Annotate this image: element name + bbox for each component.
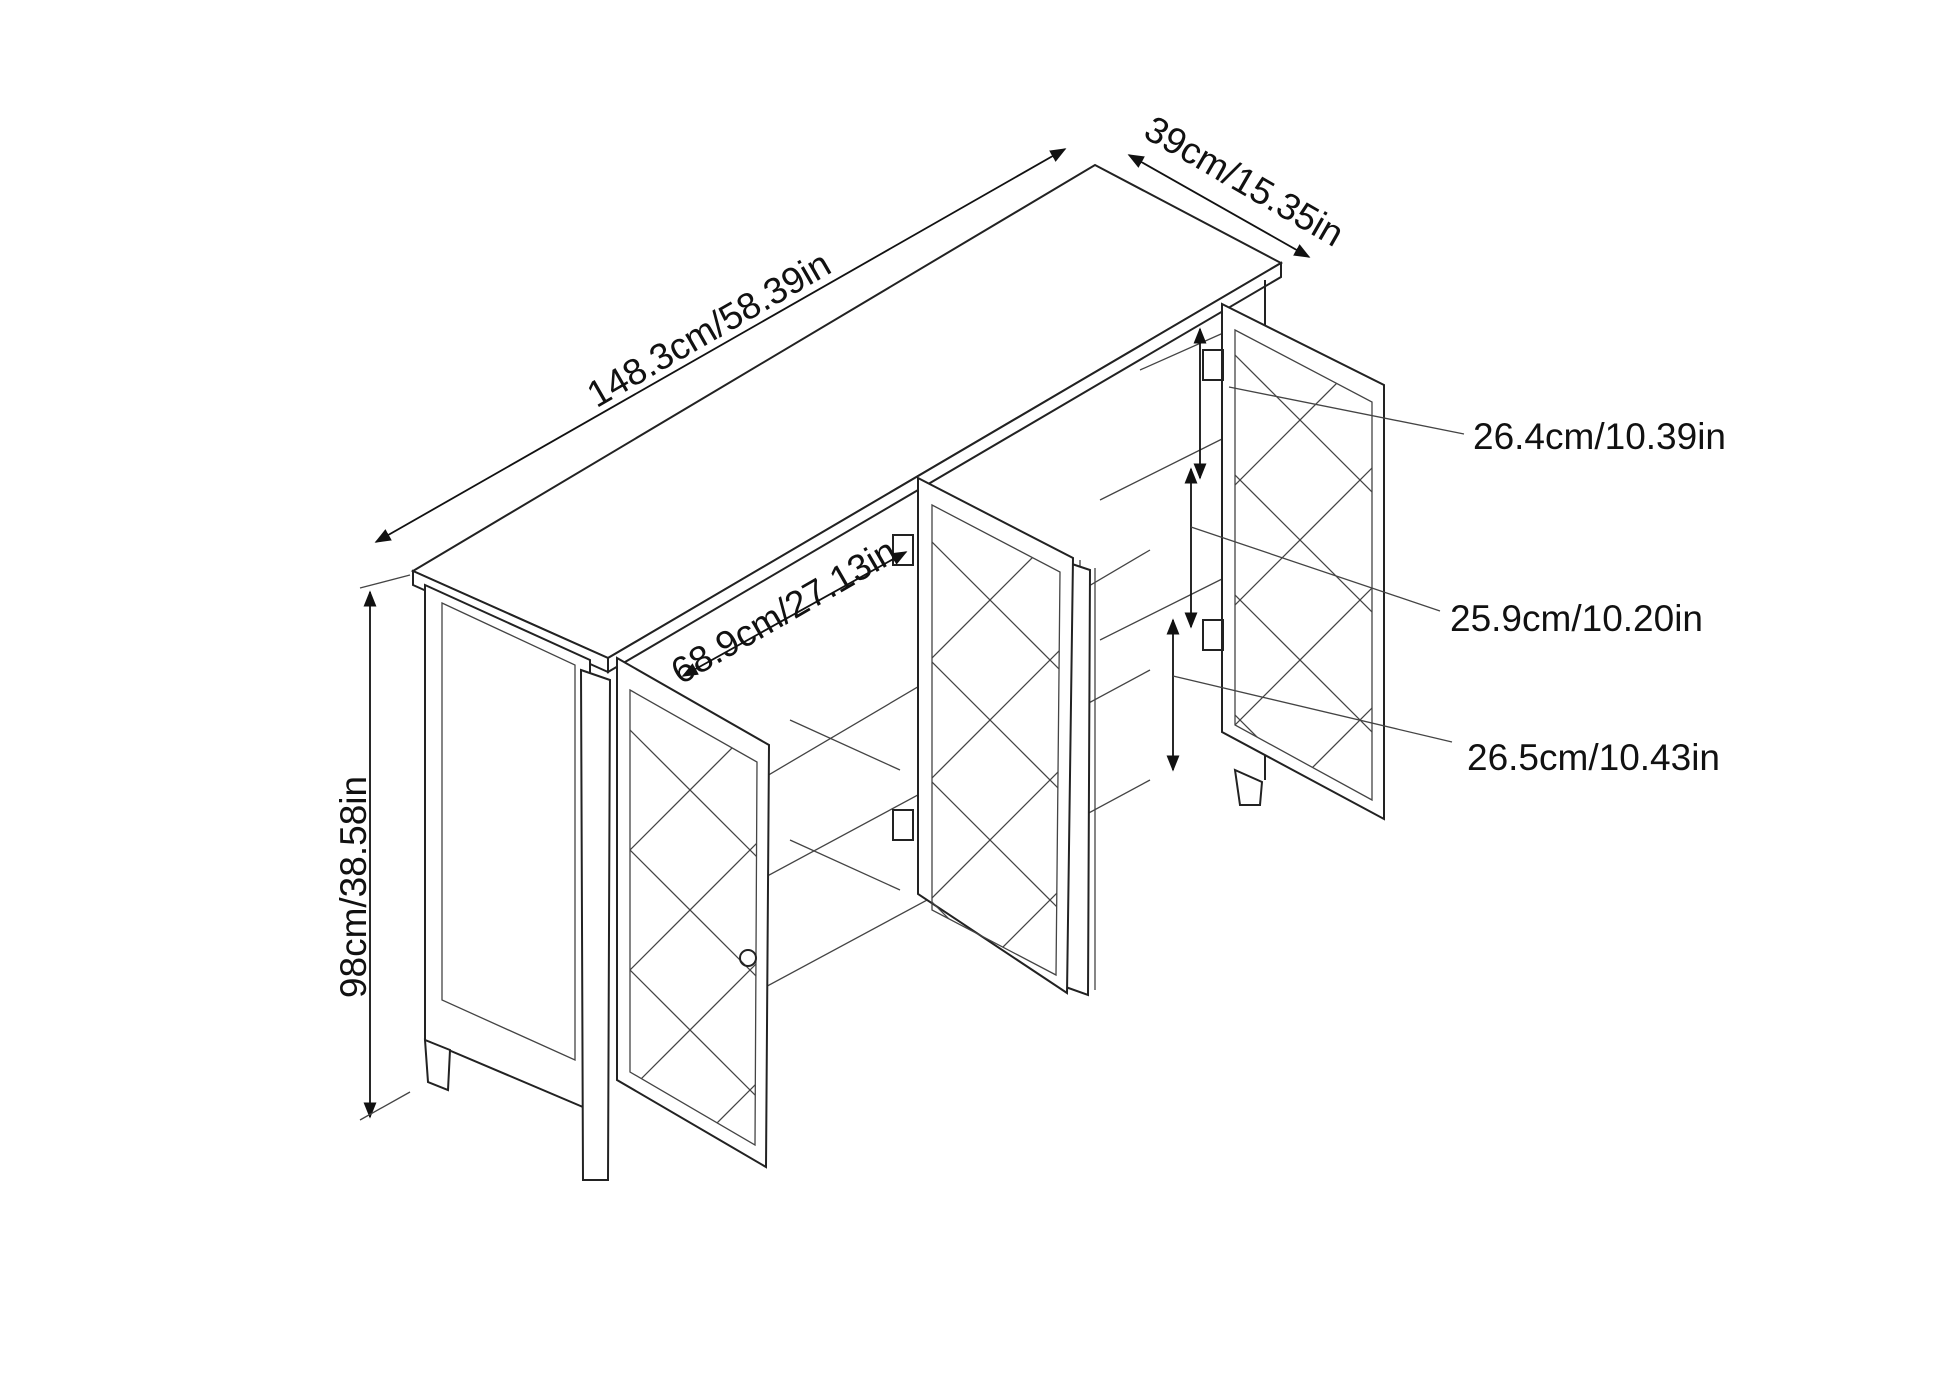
- left-back-leg: [423, 1038, 452, 1092]
- hinge: [892, 809, 914, 841]
- shelf-middle-label: 25.9cm/10.20in: [1450, 598, 1703, 639]
- door-knob[interactable]: [739, 949, 757, 967]
- hinge: [1202, 619, 1224, 651]
- dimension-lines: [359, 148, 1465, 1121]
- left-front-leg: [579, 668, 612, 1181]
- left-side-panel: [424, 583, 591, 1112]
- shelf-top-label: 26.4cm/10.39in: [1473, 416, 1726, 457]
- height-label: 98cm/38.58in: [333, 776, 374, 998]
- middle-door[interactable]: [917, 476, 1075, 995]
- right-back-leg: [1233, 768, 1264, 806]
- hinge: [1202, 349, 1224, 381]
- right-door[interactable]: [1221, 302, 1385, 821]
- shelf-bottom-label: 26.5cm/10.43in: [1467, 737, 1720, 778]
- cabinet-drawing: [410, 163, 1385, 1181]
